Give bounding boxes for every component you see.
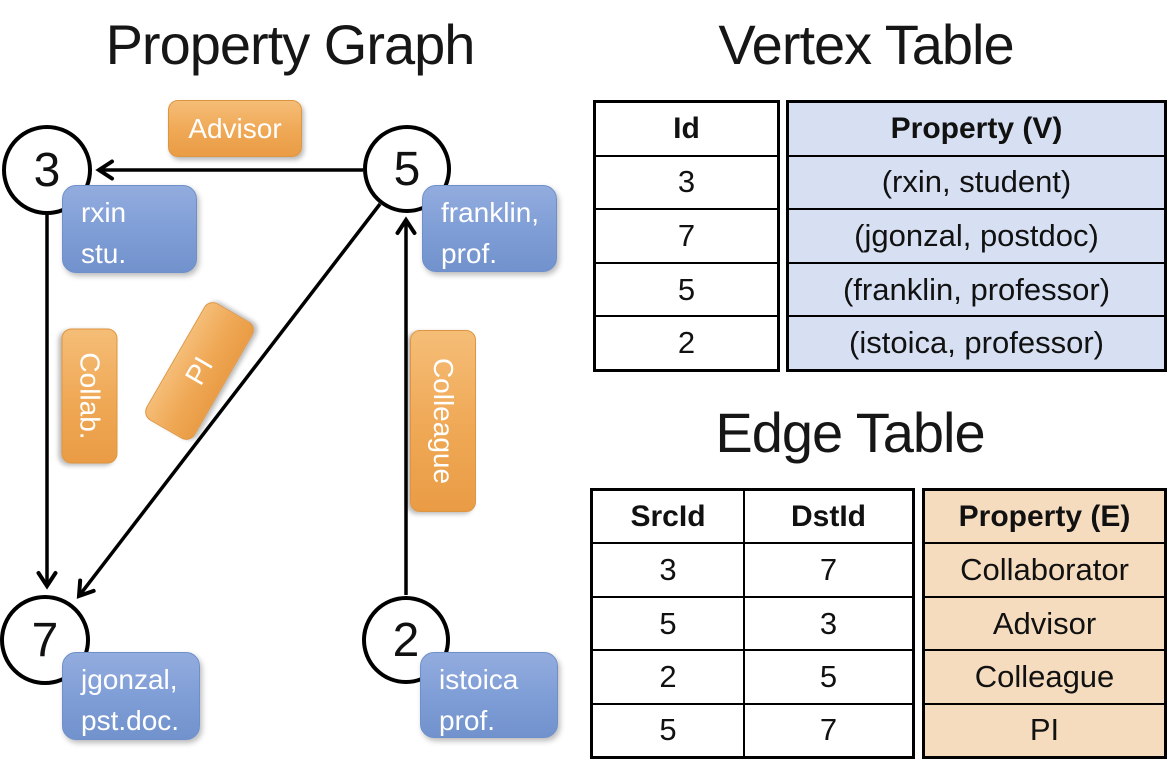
node-circle-2: 2: [362, 596, 450, 684]
node-id: 3: [33, 143, 61, 197]
node-id: 5: [393, 142, 421, 196]
edge-table-dstid-cell: 7: [819, 552, 838, 588]
edge-label-advisor: Advisor: [168, 100, 302, 157]
edge-table-srcid-cell: 5: [593, 597, 745, 650]
edge-table-row: 5 3: [593, 597, 912, 652]
vertex-property-box-franklin: franklin, prof.: [422, 185, 557, 272]
property-graph-title: Property Graph: [105, 13, 476, 76]
vertex-property-line: franklin,: [441, 197, 540, 228]
vertex-property-line: istoica: [439, 664, 519, 695]
edge-5-to-7: [76, 202, 382, 599]
edge-table-dstid-cell: 7: [819, 712, 838, 748]
vertex-property-box-jgonzal: jgonzal, pst.doc.: [62, 652, 200, 740]
vertex-table-property-cell: (jgonzal, postdoc): [789, 210, 1164, 264]
vertex-table-id-cell: 7: [596, 210, 777, 264]
vertex-property-box-istoica: istoica prof.: [420, 652, 558, 738]
edge-table-srcid-cell: 5: [593, 704, 745, 757]
vertex-property-box-rxin: rxin stu.: [62, 185, 197, 273]
vertex-table-id-cell: 2: [677, 325, 696, 361]
edge-table-property-cell: PI: [925, 704, 1164, 757]
vertex-table-header-id: Id: [596, 103, 777, 157]
edge-table-row: 3 7: [593, 544, 912, 598]
edge-table-row: 2 5: [593, 651, 912, 705]
edge-table-srcid-cell: 3: [593, 544, 745, 596]
graph-edges: [36, 159, 417, 599]
edge-label-colleague: Colleague: [410, 330, 476, 512]
edge-table-header-srcid: SrcId: [593, 491, 745, 543]
vertex-table-property-cell: (istoica, professor): [789, 317, 1164, 369]
node-circle-5: 5: [363, 125, 451, 213]
edge-table-header-row: SrcId DstId: [593, 491, 912, 545]
edge-table-dstid-cell: 3: [819, 605, 838, 641]
edge-label-collab: Collab.: [61, 328, 118, 464]
edge-table-property-cell: Collaborator: [925, 544, 1164, 598]
vertex-property-line: jgonzal,: [81, 664, 178, 695]
vertex-property-line: rxin: [81, 197, 127, 228]
edge-table-dstid-cell: 5: [819, 658, 838, 694]
vertex-property-line: pst.doc.: [81, 705, 180, 736]
edge-table-row: 5 7: [593, 704, 912, 757]
edge-table-header-dstid: DstId: [791, 499, 866, 533]
vertex-property-line: stu.: [81, 238, 127, 269]
vertex-property-line: prof.: [439, 705, 496, 736]
vertex-property-line: prof.: [441, 238, 498, 269]
vertex-table-id-cell: 5: [596, 264, 777, 318]
vertex-table-title: Vertex Table: [718, 13, 1014, 76]
edge-table-id-columns: SrcId DstId 3 7 5 3 2 5 5 7: [590, 488, 915, 759]
edge-table-property-column: Property (E) Collaborator Advisor Collea…: [922, 488, 1167, 759]
edge-table-property-cell: Colleague: [925, 651, 1164, 705]
vertex-table-property-cell: (rxin, student): [789, 156, 1164, 211]
edge-table-property-cell: Advisor: [925, 597, 1164, 652]
edge-table-srcid-cell: 2: [593, 651, 745, 703]
vertex-table-id-column: Id 3 7 5 2: [593, 100, 780, 372]
vertex-table-header-property: Property (V): [789, 103, 1164, 157]
node-id: 2: [392, 613, 420, 667]
node-id: 7: [31, 613, 59, 667]
vertex-table-property-column: Property (V) (rxin, student) (jgonzal, p…: [786, 100, 1167, 372]
vertex-table-id-cell: 3: [596, 157, 777, 211]
edge-table-title: Edge Table: [715, 401, 985, 464]
edge-table-header-property: Property (E): [925, 491, 1164, 545]
vertex-table-property-cell: (franklin, professor): [789, 263, 1164, 318]
